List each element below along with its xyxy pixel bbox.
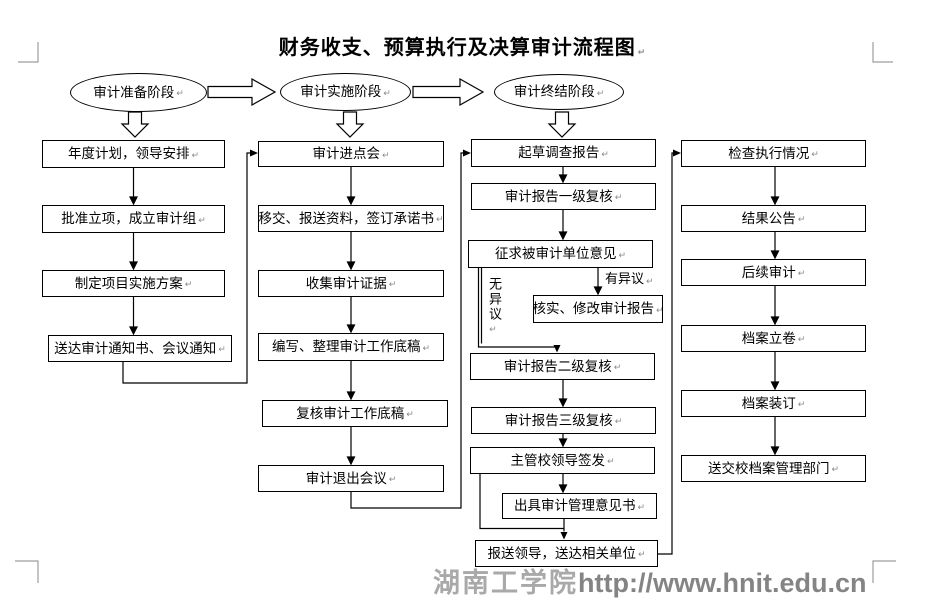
- flow-box-handover-materials: 移交、报送资料，签订承诺书: [258, 205, 444, 232]
- watermark: 湖南工学院http://www.hnit.edu.cn: [433, 561, 866, 600]
- connector-col1-to-col2-head-icon: [250, 149, 258, 157]
- flow-box-check-implementation: 检查执行情况: [681, 140, 866, 167]
- stage-arrow-down-1-icon: [120, 111, 150, 138]
- flow-box-review-working-papers: 复核审计工作底稿: [262, 400, 448, 427]
- flow-box-file-filing: 档案立卷: [681, 325, 866, 352]
- flow-box-working-papers: 编写、整理审计工作底稿: [258, 333, 444, 361]
- flow-box-solicit-opinions: 征求被审计单位意见: [468, 240, 653, 268]
- stage-arrow-right-2-icon: [412, 77, 485, 107]
- connector-col3-to-col4-head-icon: [673, 149, 681, 157]
- connector-col1-to-col2: [122, 152, 250, 384]
- branch-label-no-objection: 无异议: [486, 277, 502, 336]
- flow-box-annual-plan: 年度计划，领导安排: [42, 140, 225, 168]
- connector-no-objection-bypass: [477, 268, 557, 348]
- page-margin-mark-bottom-left-icon: [15, 560, 39, 583]
- connector-no-objection-head-icon: [553, 345, 561, 353]
- branch-label-objection: 有异议: [605, 271, 654, 287]
- column1-arrows: [129, 168, 138, 336]
- connector-col2-to-col3-head-icon: [463, 149, 471, 157]
- column2-arrows: [346, 167, 356, 466]
- watermark-school-name: 湖南工学院: [433, 568, 578, 598]
- connector-sign-bypass: [479, 474, 564, 530]
- flow-box-report-and-deliver: 报送领导，送达相关单位: [475, 540, 658, 567]
- page-margin-mark-top-left-icon: [18, 42, 39, 63]
- watermark-url: http://www.hnit.edu.cn: [578, 568, 867, 598]
- flow-box-exit-meeting: 审计退出会议: [258, 465, 444, 492]
- flow-box-implementation-plan: 制定项目实施方案: [42, 270, 225, 297]
- flow-box-approve-project: 批准立项，成立审计组: [42, 205, 225, 233]
- column3-arrows: [558, 167, 603, 494]
- flow-box-first-level-review: 审计报告一级复核: [471, 183, 656, 210]
- stage-ellipse-implementation: 审计实施阶段: [280, 73, 411, 111]
- page-title: 财务收支、预算执行及决算审计流程图: [0, 31, 925, 60]
- page-margin-mark-top-right-icon: [872, 42, 893, 63]
- flow-box-leader-sign-off: 主管校领导签发: [470, 447, 655, 474]
- stage-arrow-down-2-icon: [335, 111, 365, 138]
- flow-box-entry-meeting: 审计进点会: [258, 141, 444, 167]
- page-margin-mark-bottom-right-icon: [872, 560, 896, 583]
- connector-col2-to-col3: [350, 152, 463, 509]
- column4-arrows: [770, 167, 780, 456]
- flow-box-file-binding: 档案装订: [681, 390, 866, 417]
- flow-box-send-to-archives: 送交校档案管理部门: [681, 455, 866, 482]
- stage-ellipse-preparation: 审计准备阶段: [70, 73, 207, 112]
- flow-box-second-level-review: 审计报告二级复核: [470, 353, 655, 380]
- stage-arrow-down-3-icon: [547, 111, 577, 138]
- connector-col3-to-col4: [658, 152, 673, 555]
- flow-box-result-announcement: 结果公告: [681, 205, 866, 232]
- stage-arrow-right-1-icon: [207, 77, 277, 107]
- flow-box-third-level-review: 审计报告三级复核: [471, 407, 656, 434]
- flow-box-deliver-notice: 送达审计通知书、会议通知: [48, 335, 232, 362]
- flow-box-draft-report: 起草调查报告: [471, 139, 656, 167]
- connector-deliver-head-icon: [560, 532, 568, 540]
- flow-box-follow-up-audit: 后续审计: [681, 259, 866, 286]
- flow-box-issue-opinion-letter: 出具审计管理意见书: [502, 493, 657, 519]
- flow-box-verify-modify-report: 核实、修改审计报告: [532, 295, 663, 323]
- flow-box-collect-evidence: 收集审计证据: [258, 270, 444, 297]
- stage-ellipse-conclusion: 审计终结阶段: [494, 74, 624, 110]
